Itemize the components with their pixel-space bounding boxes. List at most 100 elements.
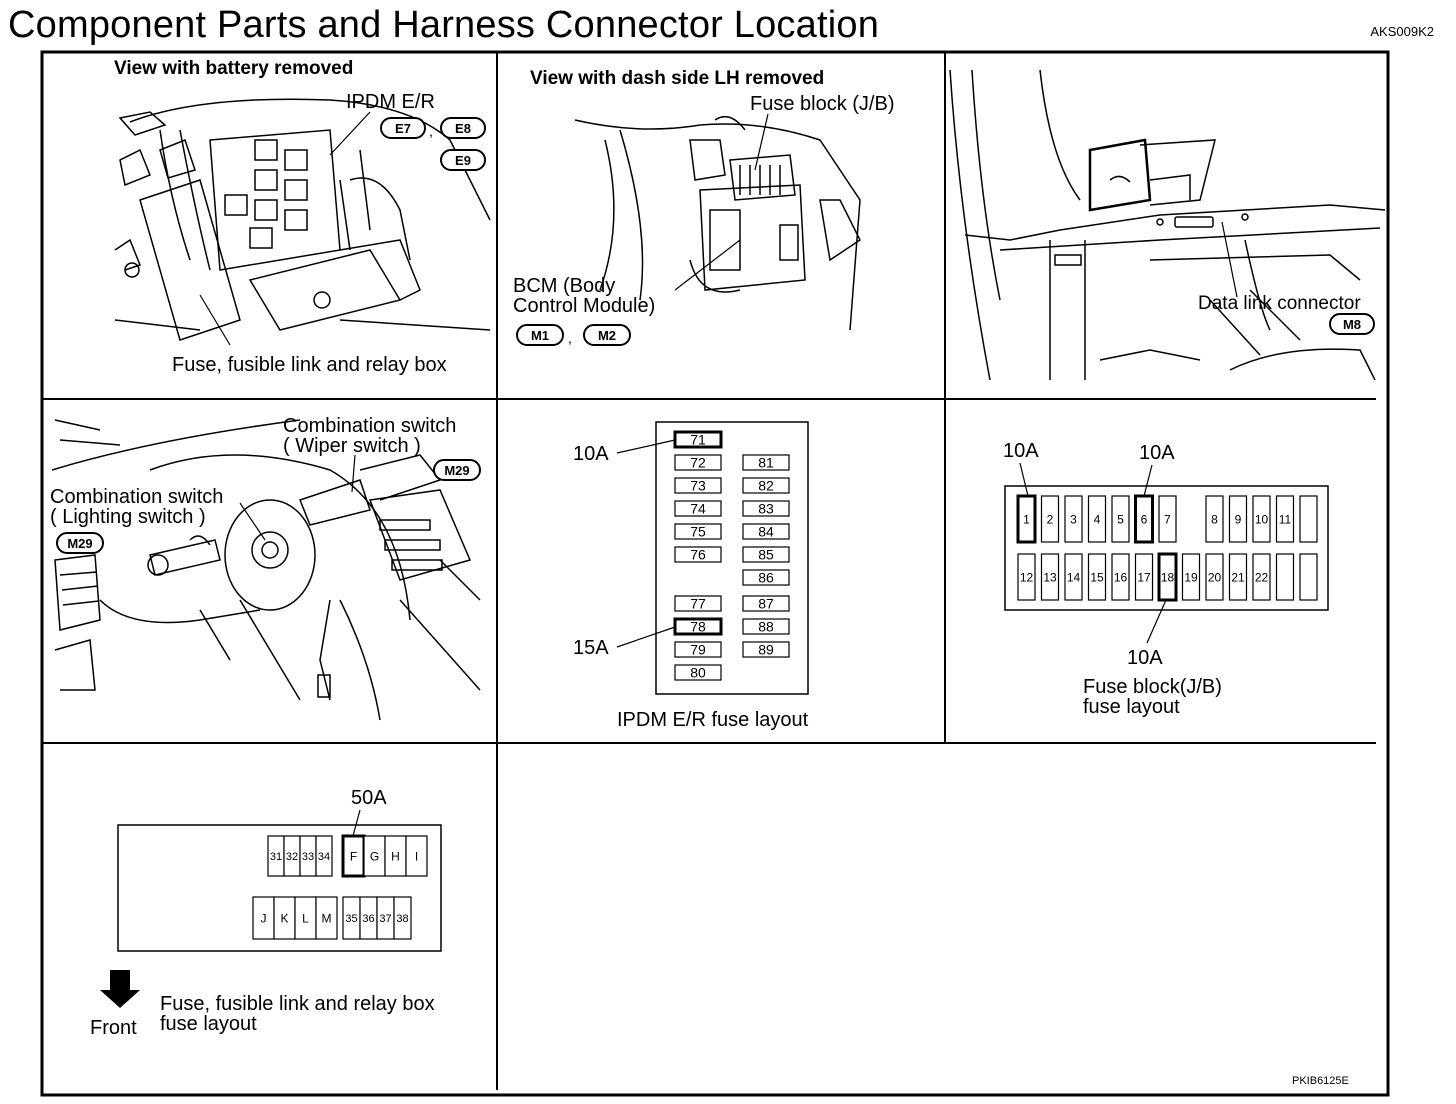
jb-fuse-spare	[1299, 553, 1318, 601]
fuse-number: 8	[1211, 512, 1218, 526]
ipdm-fuse-83: 83	[742, 500, 790, 517]
fuse-number: 72	[690, 455, 706, 471]
ipdm-fuse-80: 80	[674, 664, 722, 681]
ipdm-15a-label: 15A	[573, 637, 609, 659]
relay-fuse-36: 36	[359, 896, 378, 940]
fuse-number: 85	[758, 547, 774, 563]
data-link-connector-label: Data link connector	[1198, 293, 1361, 314]
ipdm-fuse-76: 76	[674, 546, 722, 563]
ipdm-fuse-81: 81	[742, 454, 790, 471]
connector-e9: E9	[440, 149, 486, 171]
bcm-label-line1: BCM (Body	[513, 275, 615, 297]
relay-caption-line2: fuse layout	[160, 1013, 257, 1035]
connector-m1: M1	[516, 324, 564, 346]
connector-e8: E8	[440, 117, 486, 139]
relay-fuse-37: 37	[376, 896, 395, 940]
svg-text:M8: M8	[1343, 317, 1361, 332]
fuse-number: 82	[758, 478, 774, 494]
fuse-number: 84	[758, 524, 774, 540]
fuse-number: 35	[345, 913, 357, 925]
fuse-number: 77	[690, 596, 706, 612]
jb-fuse-21: 21	[1228, 553, 1248, 601]
fuse-number: 86	[758, 570, 774, 586]
ipdm-fuse-86: 86	[742, 569, 790, 586]
relay-fusible-link-I: I	[405, 835, 428, 877]
relay-fuse-32: 32	[283, 835, 301, 877]
fuse-number: 14	[1067, 570, 1081, 584]
jb-fuse-19: 19	[1181, 553, 1201, 601]
ipdm-fuse-77: 77	[674, 595, 722, 612]
fuse-number: 74	[690, 501, 706, 517]
fuse-number: 78	[690, 619, 706, 635]
jb-fuse-spare	[1299, 495, 1318, 543]
connector-m2: M2	[583, 324, 631, 346]
relay-fuse-31: 31	[267, 835, 285, 877]
wiper-switch-label-line1: Combination switch	[283, 415, 456, 437]
relay-fusible-link-K: K	[273, 896, 296, 940]
fuse-number: K	[280, 911, 288, 925]
lighting-switch-label-line2: ( Lighting switch )	[50, 506, 206, 528]
fuse-number: M	[322, 911, 332, 925]
svg-text:M2: M2	[598, 328, 616, 343]
fuse-number: 5	[1117, 512, 1124, 526]
ipdm-fuse-87: 87	[742, 595, 790, 612]
fuse-number: 22	[1255, 570, 1269, 584]
jb-10a-label-mid: 10A	[1139, 442, 1175, 464]
ipdm-fuse-71: 71	[673, 430, 723, 449]
jb-fuse-22: 22	[1252, 553, 1271, 601]
jb-fuse-8: 8	[1205, 495, 1224, 543]
fuse-number: 80	[690, 665, 706, 681]
dashboard-lower-illustration	[949, 69, 1386, 381]
fuse-number: 36	[362, 913, 374, 925]
svg-text:E8: E8	[455, 121, 471, 136]
jb-fuse-5: 5	[1111, 495, 1130, 543]
panel-data-link: Data link connector M8	[949, 69, 1386, 381]
jb-10a-label-bottom: 10A	[1127, 647, 1163, 669]
connector-m29-lighting: M29	[56, 532, 104, 554]
fuse-number: 13	[1043, 570, 1057, 584]
fuse-number: 19	[1184, 570, 1198, 584]
panel-grid	[40, 50, 1390, 1097]
fuse-number: 87	[758, 596, 774, 612]
ipdm-fuse-73: 73	[674, 477, 722, 494]
front-label: Front	[90, 1017, 137, 1039]
fuse-number: I	[415, 849, 418, 863]
ipdm-fuse-79: 79	[674, 641, 722, 658]
fuse-number: 76	[690, 547, 706, 563]
svg-text:,: ,	[568, 330, 572, 346]
jb-fuse-17: 17	[1134, 553, 1154, 601]
panel-combination-switch: Combination switch ( Wiper switch ) M29 …	[50, 415, 481, 721]
fuse-number: 10	[1255, 512, 1269, 526]
fuse-number: 31	[270, 851, 282, 863]
steering-column-illustration	[51, 419, 481, 721]
jb-fuse-14: 14	[1064, 553, 1083, 601]
ipdm-fuse-82: 82	[742, 477, 790, 494]
ipdm-label: IPDM E/R	[346, 91, 435, 113]
fuse-number: 79	[690, 642, 706, 658]
fuse-number: 32	[286, 851, 298, 863]
ipdm-fuse-78: 78	[673, 617, 723, 636]
fuse-number: 17	[1137, 570, 1151, 584]
fuse-number: 16	[1114, 570, 1128, 584]
relay-fusible-link-F: F	[341, 834, 366, 878]
fuse-number: 12	[1020, 570, 1034, 584]
fuse-number: 37	[379, 913, 391, 925]
fuse-number: 11	[1279, 512, 1292, 526]
relay-fuse-33: 33	[299, 835, 317, 877]
wiper-switch-label-line2: ( Wiper switch )	[283, 435, 421, 457]
jb-fuse-12: 12	[1017, 553, 1036, 601]
relay-fuse-35: 35	[342, 896, 361, 940]
fuse-number: 4	[1094, 512, 1101, 526]
relay-fusible-link-H: H	[384, 835, 407, 877]
ipdm-fuse-75: 75	[674, 523, 722, 540]
relay-fusible-link-L: L	[294, 896, 317, 940]
panel1-caption: View with battery removed	[114, 58, 353, 79]
ipdm-fuse-layout-caption: IPDM E/R fuse layout	[617, 709, 809, 731]
engine-bay-illustration	[114, 98, 491, 341]
panel-battery-removed: View with battery removed IPDM E/R	[114, 58, 491, 376]
